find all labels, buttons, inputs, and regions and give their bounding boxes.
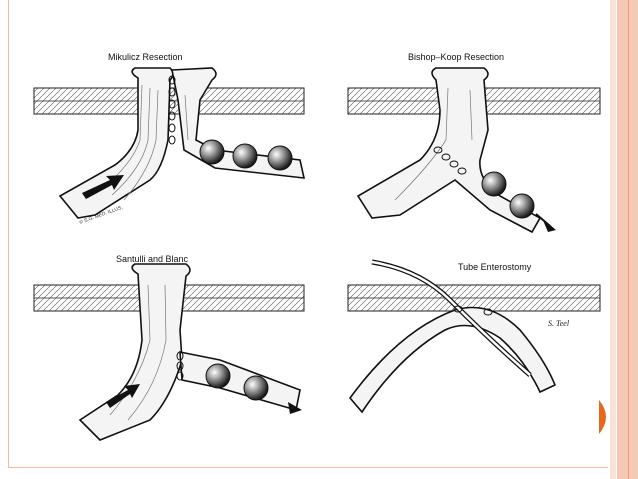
panel-title-bishop-koop: Bishop–Koop Resection — [408, 52, 505, 62]
meconium-ball — [199, 139, 225, 165]
panel-tube-enterostomy: S. Teel — [347, 259, 601, 414]
side-stripe-light — [610, 0, 616, 479]
bowel-limb — [179, 351, 301, 412]
next-slide-tab[interactable] — [599, 400, 611, 434]
side-stripe — [617, 0, 638, 479]
suture-line — [168, 75, 176, 145]
panel-santulli-blanc — [33, 263, 305, 441]
flow-arrow — [106, 384, 140, 408]
bowel-limb — [348, 306, 557, 414]
suture-line — [433, 146, 467, 175]
side-stripe-line — [628, 0, 629, 479]
slide-frame — [8, 0, 608, 468]
flow-arrow — [288, 402, 302, 414]
suture-line — [453, 305, 493, 316]
suture-line — [176, 351, 184, 381]
meconium-ball — [232, 143, 258, 169]
meconium-ball — [243, 375, 269, 401]
meconium-ball — [205, 363, 231, 389]
panel-bishop-koop — [347, 67, 601, 234]
svg-text:S. Teel: S. Teel — [548, 319, 570, 328]
flow-arrow — [82, 175, 124, 199]
meconium-ball — [509, 193, 535, 219]
panel-title-santulli-blanc: Santulli and Blanc — [116, 254, 189, 264]
panel-mikulicz: © S.G. MED. ILLUS. — [33, 67, 306, 226]
panel-title-mikulicz: Mikulicz Resection — [108, 52, 183, 62]
meconium-ball — [267, 145, 293, 171]
panel-title-tube-enterostomy: Tube Enterostomy — [458, 262, 532, 272]
bowel-limb — [58, 67, 174, 219]
meconium-ball — [481, 171, 507, 197]
